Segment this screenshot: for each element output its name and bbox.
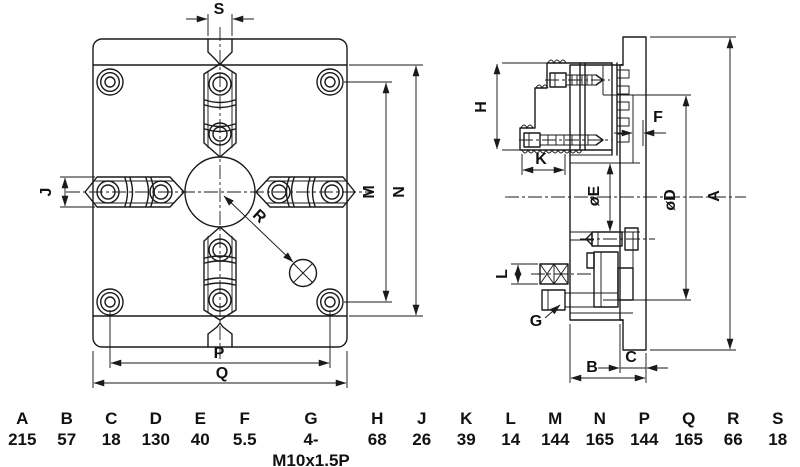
spec-header-cell: Q	[682, 409, 696, 428]
backplate-section	[602, 36, 647, 351]
dim-line-r	[223, 195, 294, 263]
dim-label-m: M	[361, 185, 378, 198]
chuck-drawing-svg: R S J M N P	[38, 1, 746, 388]
wrench-socket	[288, 258, 318, 288]
spec-value-cell: 165	[585, 430, 614, 449]
dim-label-a: A	[706, 190, 723, 202]
spec-header-cell: G	[304, 409, 318, 428]
dim-c: C	[598, 324, 668, 373]
spec-value-cell: 144	[630, 430, 659, 449]
dim-d: øD	[603, 94, 691, 301]
dim-f: F	[614, 109, 666, 137]
spec-value-cell: 4-M10x1.5P	[272, 430, 350, 467]
leader-g	[544, 304, 561, 319]
dim-h: H	[473, 62, 552, 151]
spec-header-cell: C	[105, 409, 118, 428]
spec-header-cell: L	[505, 409, 516, 428]
dim-e: øE	[586, 163, 614, 232]
spec-value-cell: 57	[57, 430, 77, 449]
spec-header-cell: H	[371, 409, 384, 428]
spec-table-header-row: A B C D E F G H J K L M N P Q R S	[0, 409, 800, 429]
spec-header-cell: N	[593, 409, 606, 428]
scroll-gear-section	[586, 251, 634, 308]
spec-header-cell: E	[194, 409, 206, 428]
spec-header-cell: A	[16, 409, 29, 428]
bottom-key-slot	[207, 322, 233, 348]
pinion-section	[531, 263, 591, 285]
dim-label-q: Q	[216, 365, 228, 382]
dim-label-c: C	[625, 349, 637, 366]
dim-q: Q	[92, 351, 348, 388]
spec-header-cell: J	[417, 409, 427, 428]
spec-header-cell: M	[548, 409, 563, 428]
dim-s: S	[186, 1, 254, 36]
spec-value-cell: 14	[501, 430, 521, 449]
dim-j: J	[38, 176, 95, 208]
dim-label-j: J	[38, 188, 55, 197]
dim-k: K	[521, 151, 566, 175]
jaw-left	[84, 176, 185, 208]
front-view: R S J M N P	[38, 1, 423, 388]
dim-l: L	[494, 263, 538, 285]
jaw-top	[203, 63, 237, 158]
spec-value-cell: 18	[101, 430, 121, 449]
dim-label-l: L	[494, 269, 511, 279]
dim-n: N	[349, 64, 423, 317]
scroll-teeth	[616, 69, 630, 150]
spec-value-cell: 26	[412, 430, 432, 449]
spec-value-cell: 5.5	[232, 430, 257, 449]
dim-label-n: N	[391, 186, 408, 198]
spec-header-cell: S	[772, 409, 784, 428]
spec-table-value-row: 215 57 18 130 40 5.5 4-M10x1.5P 68 26 39…	[0, 429, 800, 467]
corner-screw-top-right	[316, 68, 344, 96]
body-section	[569, 62, 640, 321]
jaw-bolt-bottom	[519, 132, 612, 148]
dim-m: M	[344, 81, 392, 303]
chuck-body-outline	[92, 38, 348, 348]
spec-value-cell: 165	[674, 430, 703, 449]
spec-header-cell: D	[149, 409, 162, 428]
dim-label-p: P	[214, 345, 225, 362]
spec-value-cell: 66	[723, 430, 743, 449]
side-view: G H K F øE øD	[473, 36, 746, 383]
spec-value-cell: 130	[141, 430, 170, 449]
dim-label-f: F	[653, 109, 663, 126]
dim-label-r: R	[249, 207, 269, 228]
spec-value-cell: 39	[456, 430, 476, 449]
spec-header-cell: K	[460, 409, 473, 428]
dim-p: P	[109, 310, 331, 368]
spec-header-cell: F	[239, 409, 250, 428]
stop-pin	[580, 227, 655, 251]
spec-value-cell: 40	[190, 430, 210, 449]
dim-label-h: H	[473, 101, 490, 113]
spec-value-cell: 215	[8, 430, 37, 449]
dim-label-g: G	[530, 313, 542, 330]
jaw-side-profile	[519, 59, 613, 154]
spec-value-cell: 68	[367, 430, 387, 449]
dim-a: A	[650, 36, 736, 351]
corner-screw-top-left	[96, 68, 124, 96]
spec-value-cell: 144	[541, 430, 570, 449]
spec-value-cell: 18	[768, 430, 788, 449]
jaw-bolt-top	[545, 72, 610, 88]
spec-header-cell: B	[60, 409, 73, 428]
spec-table: A B C D E F G H J K L M N P Q R S 215 57…	[0, 400, 800, 467]
dim-label-k: K	[535, 151, 547, 168]
top-key-slot	[207, 38, 233, 66]
dim-label-b: B	[586, 359, 598, 376]
spec-header-cell: P	[638, 409, 650, 428]
dim-label-e: øE	[586, 185, 603, 206]
dim-label-d: øD	[662, 189, 679, 210]
dim-label-s: S	[214, 1, 225, 18]
spec-header-cell: R	[727, 409, 740, 428]
